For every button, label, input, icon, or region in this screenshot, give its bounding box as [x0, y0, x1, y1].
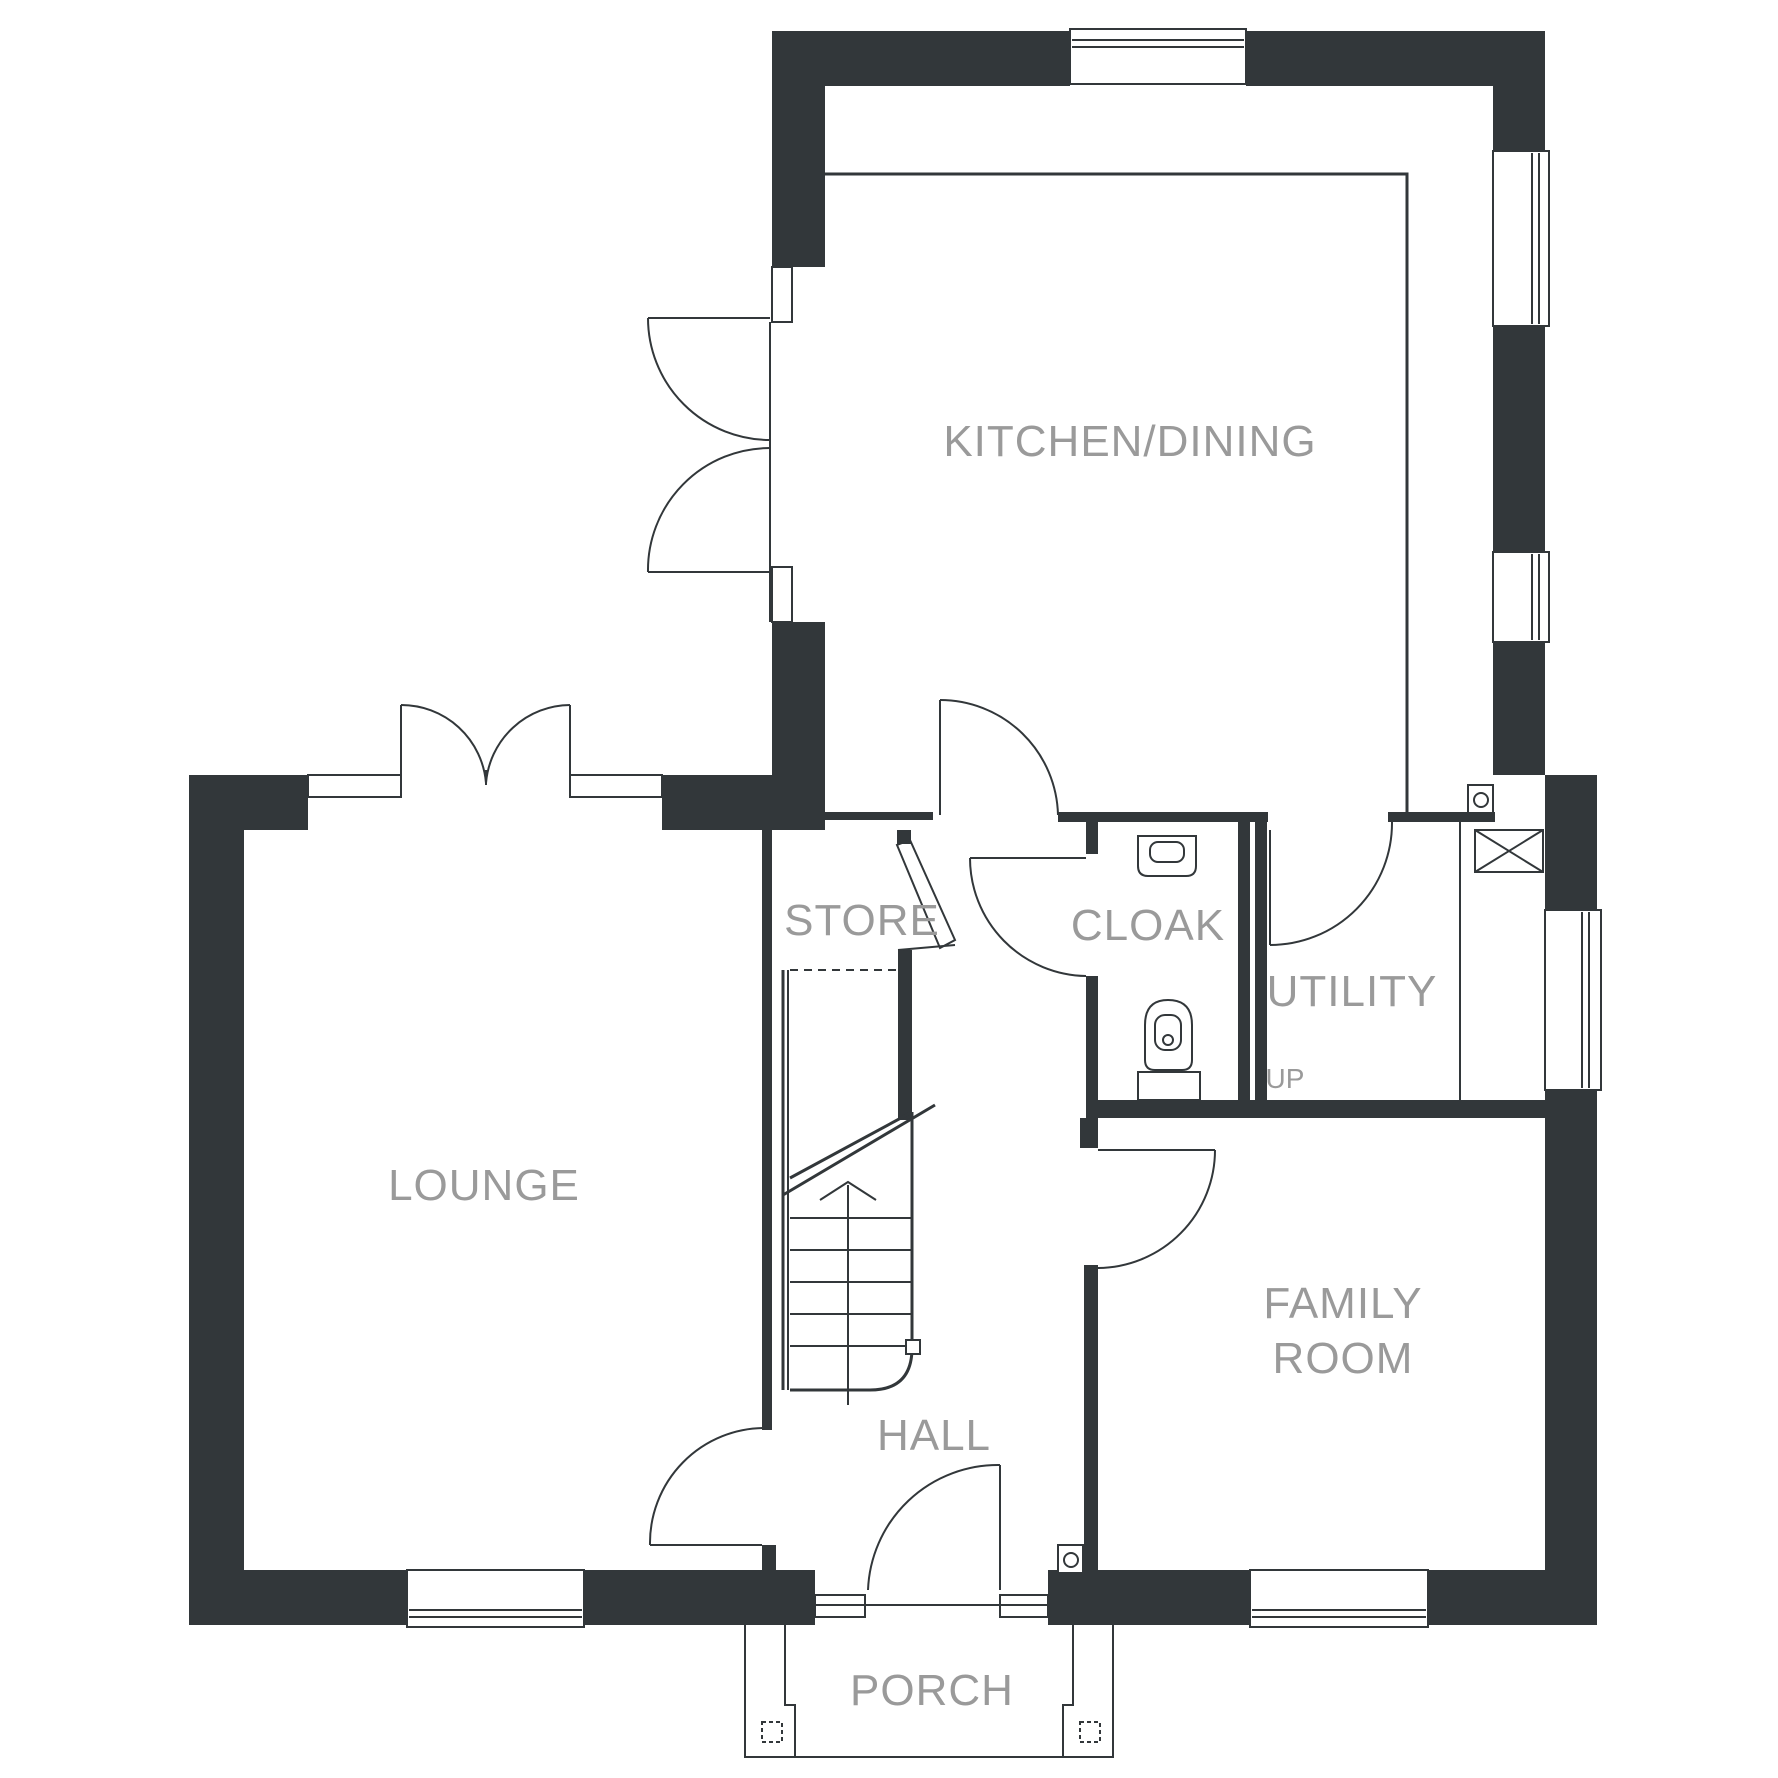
windows: [307, 28, 1602, 1628]
front-door-swing: [867, 1463, 1001, 1591]
cloak-bottom-wall: [1086, 1100, 1546, 1118]
hall-front-wall-right: [1048, 1570, 1096, 1625]
label-kitchen-dining: KITCHEN/DINING: [943, 417, 1316, 466]
utility-boiler-cross-2: [1474, 829, 1544, 873]
store-right-wall: [898, 950, 912, 1120]
stair-diagonal-top: [782, 1103, 936, 1197]
label-hall: HALL: [877, 1411, 991, 1460]
cloak-toilet-seat: [1154, 1014, 1182, 1051]
kitchen-bottom-wall-mid: [1058, 812, 1268, 822]
lounge-top-wall-right: [662, 775, 825, 830]
porch-post-left: [761, 1721, 783, 1743]
patio-door-swing-lower: [646, 447, 771, 573]
store-door-leaf: [895, 838, 957, 950]
family-left-wall-lower: [1084, 1265, 1098, 1575]
kitchen-right-window-lower: [1492, 551, 1550, 643]
utility-boiler-box: [1474, 829, 1544, 873]
cloak-basin-bowl: [1149, 841, 1185, 863]
hall-front-wall-left: [762, 1570, 815, 1625]
kitchen-top-window: [1069, 28, 1247, 85]
label-store: STORE: [784, 896, 940, 945]
family-bottom-wall-stub: [1235, 1583, 1250, 1605]
family-door-swing: [1097, 1149, 1216, 1269]
porch-outline-left-inner: [784, 1625, 796, 1757]
meter-circle-hall: [1063, 1552, 1079, 1568]
porch: [744, 1604, 1114, 1758]
cloak-toilet-cistern: [1137, 1071, 1201, 1101]
kitchen-hall-door-swing: [939, 699, 1059, 816]
label-utility: UTILITY: [1267, 967, 1438, 1016]
right-outer-wall-lower: [1545, 1090, 1597, 1625]
cloak-left-wall-upper: [1086, 822, 1098, 854]
kitchen-right-wall-bottom: [1493, 642, 1545, 775]
right-outer-wall-upper: [1545, 775, 1597, 910]
kitchen-left-wall-upper: [772, 31, 825, 267]
utility-right-window: [1544, 909, 1602, 1091]
lounge-right-partition: [762, 830, 772, 1430]
lounge-hall-door-swing: [648, 1427, 766, 1546]
lounge-bottom-wall-left: [189, 1570, 407, 1625]
label-stairs-up: UP: [1266, 1063, 1305, 1094]
sanitary-fixtures: [1137, 835, 1201, 1101]
cloak-toilet-flush: [1162, 1034, 1174, 1046]
lounge-door-swing-right: [485, 704, 571, 784]
lounge-left-wall: [189, 775, 244, 1625]
label-lounge: LOUNGE: [388, 1161, 580, 1210]
label-cloak: CLOAK: [1071, 901, 1225, 950]
doors: [400, 317, 1394, 1591]
kitchen-patio-frame-upper: [771, 266, 793, 323]
stair-bottom-curve: [790, 1347, 914, 1392]
label-family-room-line2: ROOM: [1273, 1334, 1414, 1383]
meter-box-hall: [1057, 1544, 1084, 1574]
meter-box-kitchen: [1467, 784, 1494, 814]
lounge-door-swing-left: [400, 703, 487, 784]
staircase: [782, 1103, 936, 1405]
interior-lines: [769, 172, 1544, 1574]
family-left-wall-upper: [1080, 1118, 1098, 1148]
cloak-basin: [1137, 835, 1197, 877]
cloak-right-wall: [1238, 822, 1250, 1107]
label-family-room-line1: FAMILY: [1263, 1279, 1422, 1328]
cloak-door-swing: [969, 857, 1087, 977]
utility-left-post: [1255, 812, 1267, 1102]
porch-post-right: [1079, 1721, 1101, 1743]
stair-diagonal-inner: [789, 1110, 913, 1180]
kitchen-right-wall-mid: [1493, 326, 1545, 552]
lounge-bottom-window: [406, 1569, 585, 1628]
family-bottom-wall-right: [1428, 1570, 1597, 1625]
porch-outline-right-inner: [1062, 1625, 1074, 1757]
porch-outline-outer: [744, 1625, 1114, 1758]
lounge-top-window-left: [307, 774, 402, 798]
room-labels: KITCHEN/DINING LOUNGE STORE CLOAK UTILIT…: [388, 417, 1438, 1715]
kitchen-right-wall-top: [1493, 31, 1545, 151]
kitchen-right-window-upper: [1492, 150, 1550, 327]
utility-door-swing: [1269, 821, 1394, 946]
stair-direction-arrow: [819, 1180, 877, 1201]
kitchen-bottom-wall-left: [825, 812, 933, 820]
stair-newel-post: [905, 1339, 921, 1355]
lounge-top-window-right: [569, 774, 663, 798]
label-porch: PORCH: [850, 1666, 1014, 1715]
kitchen-bottom-wall-right: [1388, 812, 1495, 822]
patio-door-swing-upper: [647, 317, 771, 441]
family-bottom-window: [1249, 1569, 1429, 1628]
kitchen-patio-frame-lower: [771, 566, 793, 623]
lounge-right-partition-stub: [762, 1545, 776, 1575]
store-door-stop: [897, 944, 956, 951]
walls: [189, 31, 1597, 1625]
meter-circle-kitchen: [1473, 792, 1489, 808]
kitchen-counter-line: [825, 172, 1409, 814]
cloak-toilet-bowl: [1144, 998, 1193, 1071]
